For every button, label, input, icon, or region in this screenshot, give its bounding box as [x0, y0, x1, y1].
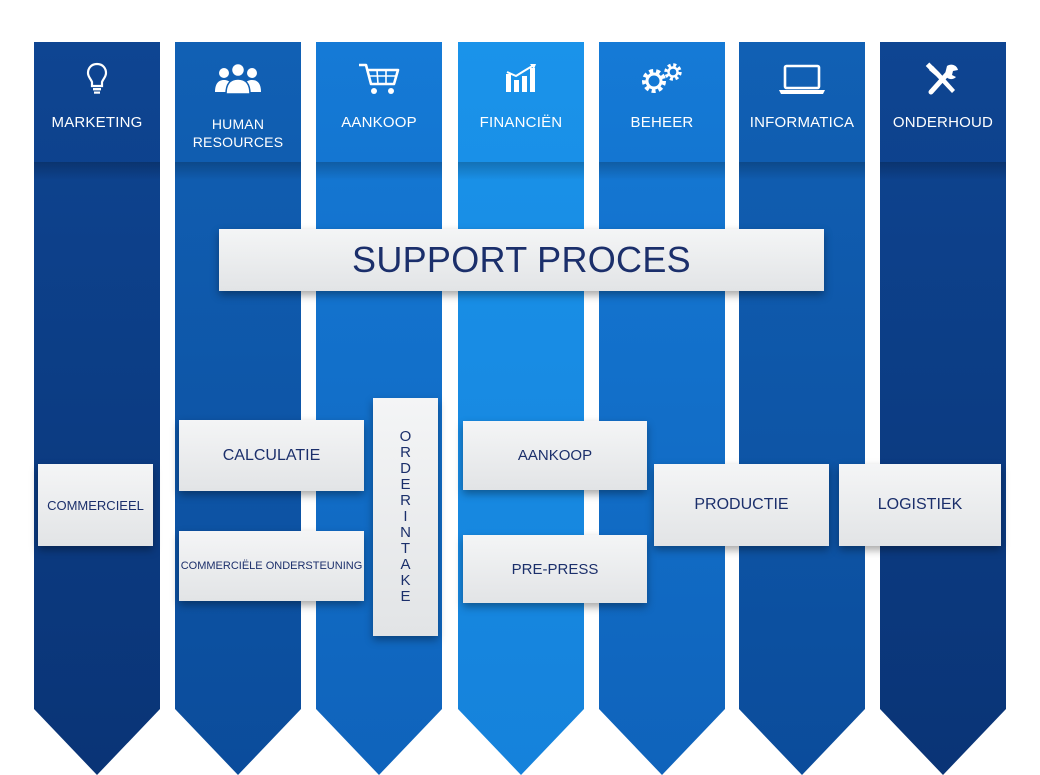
orderintake-letter: E: [400, 476, 411, 493]
column-beheer: BEHEER: [599, 42, 725, 775]
cart-icon: [316, 62, 442, 98]
box-pre-press: PRE-PRESS: [463, 535, 647, 603]
gears-icon: [599, 62, 725, 98]
box-orderintake: O R D E R I N T A K E: [373, 398, 438, 636]
column-header: MARKETING: [34, 42, 160, 162]
bar-chart-icon: [458, 62, 584, 98]
orderintake-letter: D: [400, 460, 411, 477]
column-onderhoud: ONDERHOUD: [880, 42, 1006, 775]
column-label: ONDERHOUD: [892, 114, 994, 131]
column-header: BEHEER: [599, 42, 725, 162]
box-commercieel: COMMERCIEEL: [38, 464, 153, 546]
column-marketing: MARKETING: [34, 42, 160, 775]
box-commerciele-ondersteuning: COMMERCIËLE ONDERSTEUNING: [179, 531, 364, 601]
column-informatica: INFORMATICA: [739, 42, 865, 775]
people-icon: [175, 62, 301, 98]
orderintake-letter: N: [400, 524, 411, 541]
box-calculatie: CALCULATIE: [179, 420, 364, 491]
orderintake-letter: T: [400, 540, 411, 557]
column-header: HUMAN RESOURCES: [175, 42, 301, 162]
laptop-icon: [739, 62, 865, 98]
support-proces-banner: SUPPORT PROCES: [219, 229, 824, 291]
column-human-resources: HUMAN RESOURCES: [175, 42, 301, 775]
orderintake-letter: O: [399, 428, 412, 445]
column-financien: FINANCIËN: [458, 42, 584, 775]
orderintake-letter: E: [400, 588, 411, 605]
column-header: AANKOOP: [316, 42, 442, 162]
column-label-line: HUMAN: [211, 116, 265, 132]
orderintake-letter: I: [403, 508, 408, 525]
lightbulb-icon: [34, 62, 160, 98]
column-label: FINANCIËN: [479, 114, 563, 131]
column-header: FINANCIËN: [458, 42, 584, 162]
box-aankoop: AANKOOP: [463, 421, 647, 490]
column-header: INFORMATICA: [739, 42, 865, 162]
orderintake-letter: A: [400, 556, 411, 573]
tools-icon: [880, 62, 1006, 98]
box-logistiek: LOGISTIEK: [839, 464, 1001, 546]
column-label: AANKOOP: [341, 114, 417, 131]
orderintake-letter: R: [400, 492, 411, 509]
orderintake-letter: K: [400, 572, 411, 589]
orderintake-letter: R: [400, 444, 411, 461]
column-label-line: RESOURCES: [192, 134, 284, 150]
column-header: ONDERHOUD: [880, 42, 1006, 162]
column-label: HUMAN RESOURCES: [175, 115, 301, 151]
column-label: INFORMATICA: [749, 114, 855, 131]
column-label: BEHEER: [630, 114, 694, 131]
box-productie: PRODUCTIE: [654, 464, 829, 546]
column-label: MARKETING: [51, 114, 143, 131]
